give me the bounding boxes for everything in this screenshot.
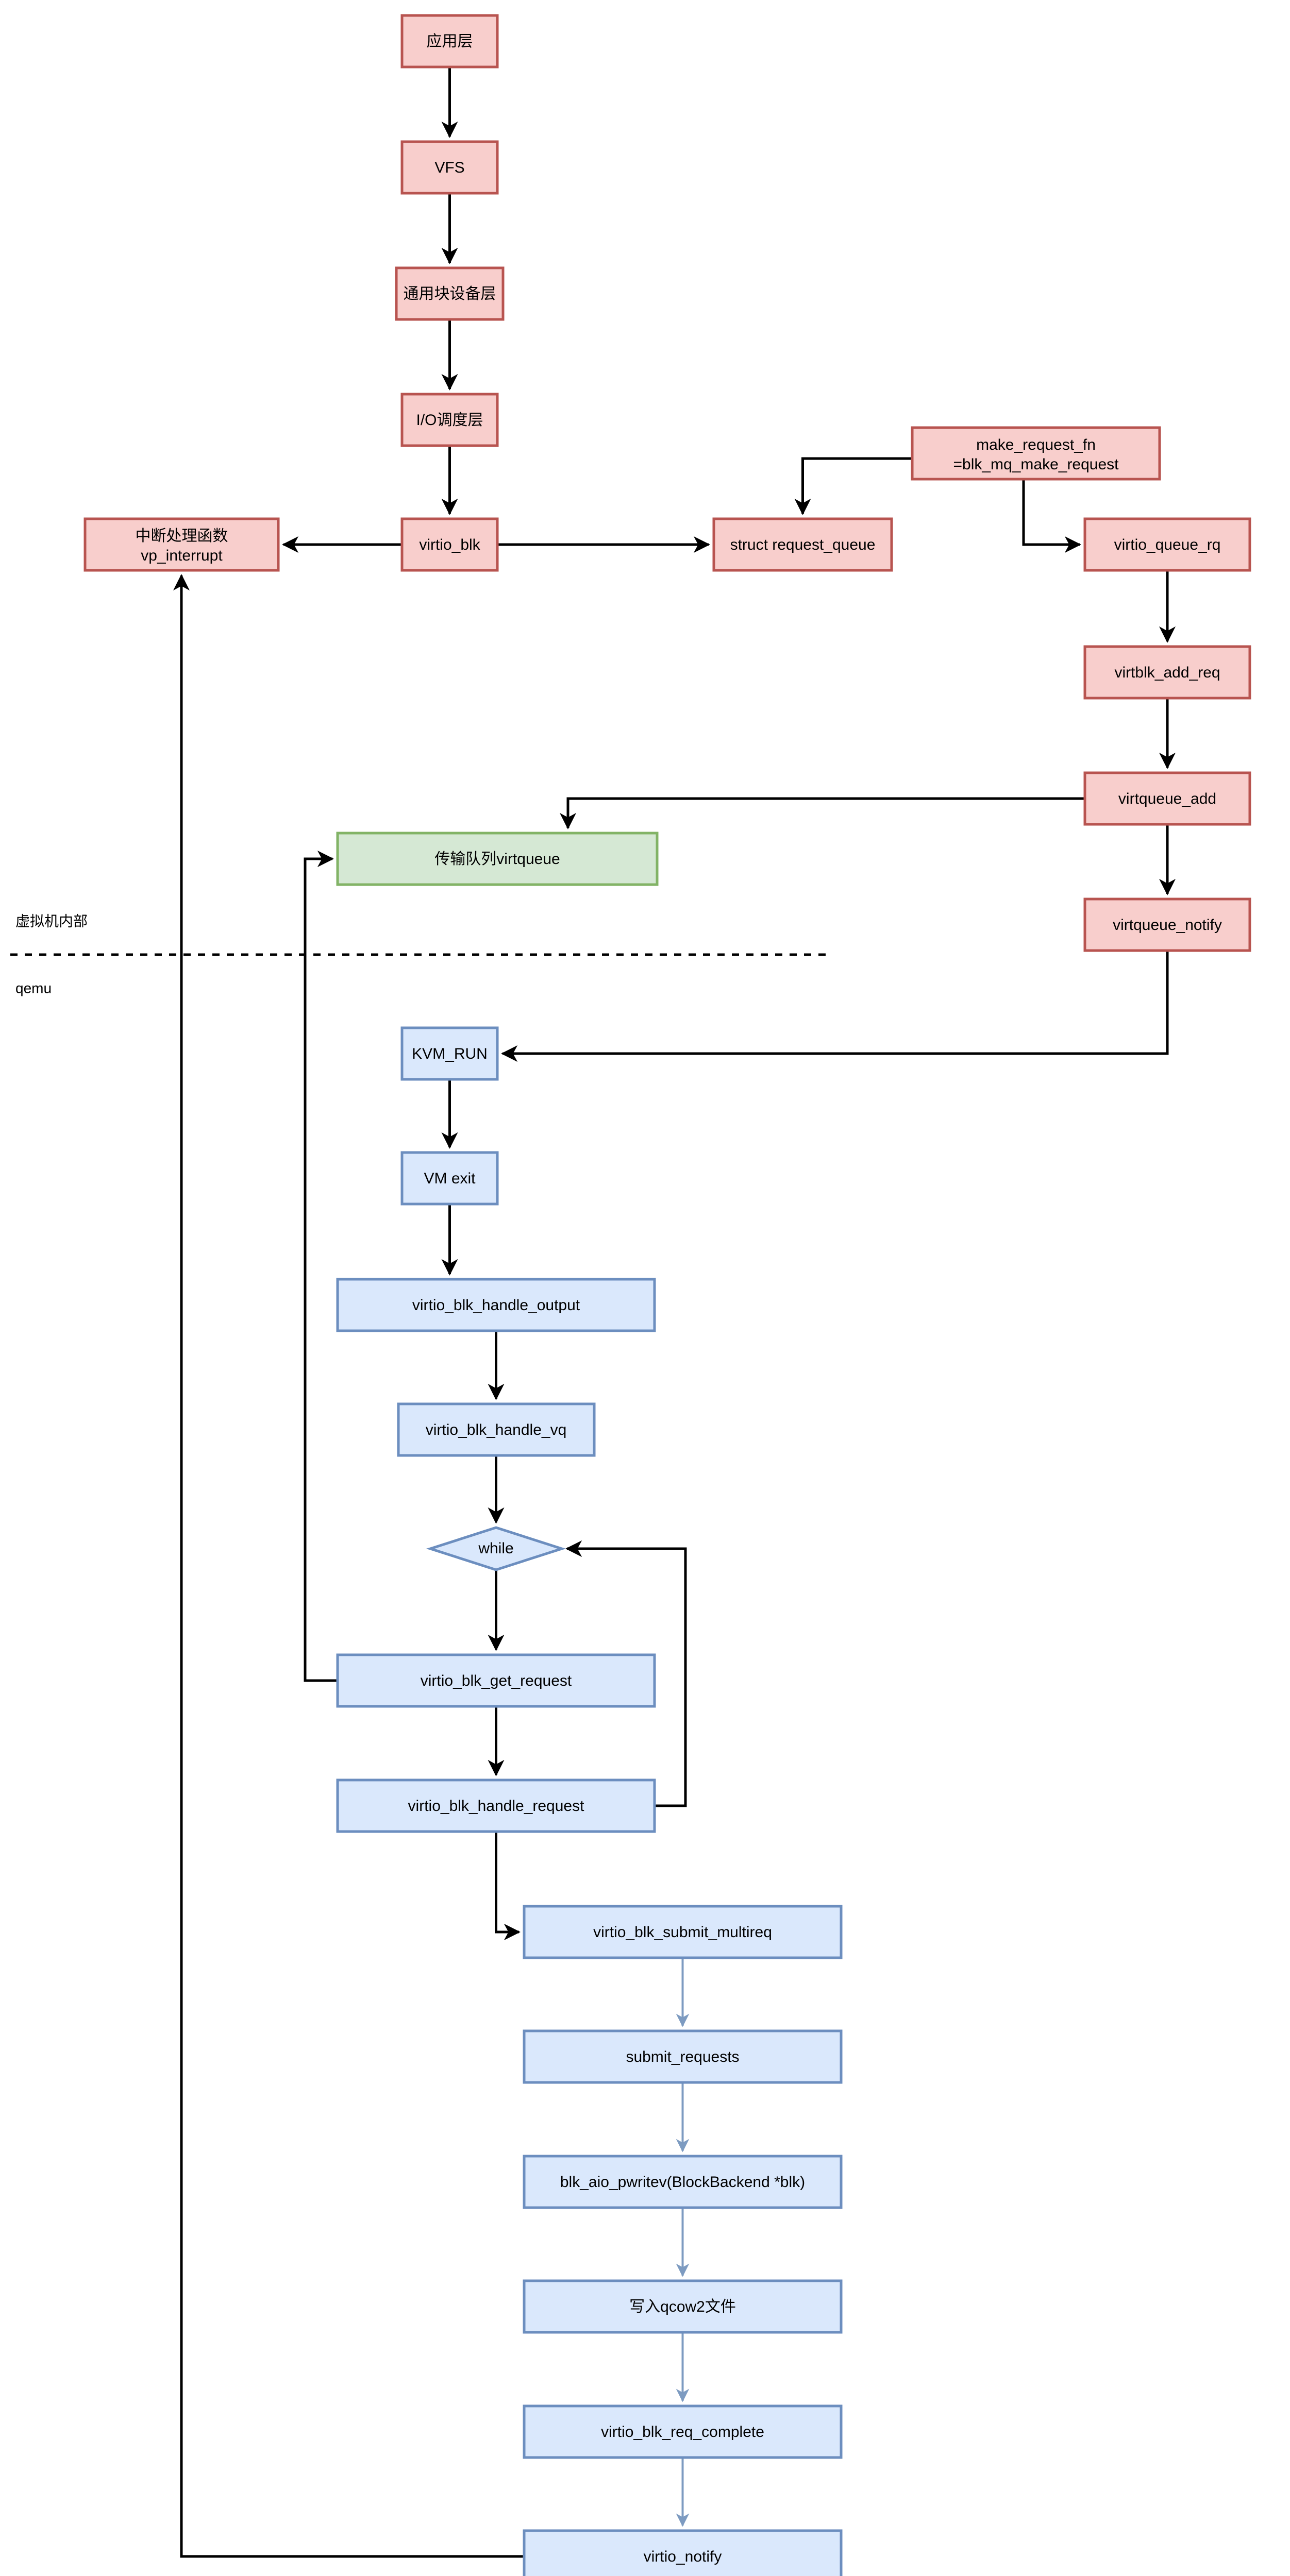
node-virtqueue-add[interactable]: virtqueue_add: [1083, 771, 1251, 826]
node-submit-requests[interactable]: submit_requests: [523, 2029, 843, 2084]
node-label-generic-block-layer: 通用块设备层: [404, 285, 496, 302]
edge-make-request-fn-to-virtio-queue-rq: [1022, 479, 1081, 553]
node-kvm-run[interactable]: KVM_RUN: [400, 1026, 499, 1081]
edge-virtqueue-add-to-virtqueue: [559, 797, 1085, 829]
node-label-submit-requests: submit_requests: [626, 2048, 739, 2065]
node-label-virtio-blk-handle-request: virtio_blk_handle_request: [408, 1798, 585, 1815]
node-app[interactable]: 应用层: [400, 14, 499, 69]
node-struct-request-queue[interactable]: struct request_queue: [712, 517, 893, 572]
node-vfs[interactable]: VFS: [400, 140, 499, 195]
node-label-while: while: [478, 1540, 513, 1557]
node-label-virtio-notify: virtio_notify: [644, 2548, 722, 2565]
edge-virtio-blk-get-request-to-virtqueue: [304, 850, 338, 1682]
node-virtio-notify[interactable]: virtio_notify: [523, 2529, 843, 2576]
node-blk-aio-pwritev[interactable]: blk_aio_pwritev(BlockBackend *blk): [523, 2155, 843, 2209]
node-label-virtio-blk-submit-multireq: virtio_blk_submit_multireq: [593, 1924, 772, 1941]
zone-label-qemu: qemu: [15, 980, 52, 996]
node-label-io-scheduler-layer: I/O调度层: [416, 412, 483, 429]
node-virtio-queue-rq[interactable]: virtio_queue_rq: [1083, 517, 1251, 572]
node-virtio-blk-submit-multireq[interactable]: virtio_blk_submit_multireq: [523, 1905, 843, 1959]
node-io-scheduler-layer[interactable]: I/O调度层: [400, 393, 499, 447]
node-label-kvm-run: KVM_RUN: [412, 1045, 488, 1062]
edge-virtqueue-notify-to-kvm-run: [501, 951, 1169, 1062]
node-label-virtio-queue-rq: virtio_queue_rq: [1114, 536, 1221, 553]
node-label-virtblk-add-req: virtblk_add_req: [1114, 664, 1220, 681]
node-label-virtio-blk-req-complete: virtio_blk_req_complete: [601, 2424, 764, 2441]
node-label-write-qcow2: 写入qcow2文件: [629, 2298, 736, 2315]
node-virtio-blk-req-complete[interactable]: virtio_blk_req_complete: [523, 2404, 843, 2459]
node-virtio-blk-get-request[interactable]: virtio_blk_get_request: [336, 1653, 656, 1708]
node-generic-block-layer[interactable]: 通用块设备层: [395, 266, 505, 321]
node-while[interactable]: while: [426, 1526, 566, 1571]
node-label-make-request-fn: make_request_fn=blk_mq_make_request: [953, 436, 1119, 473]
node-label-virtqueue-notify: virtqueue_notify: [1113, 917, 1222, 934]
node-virtqueue[interactable]: 传输队列virtqueue: [336, 832, 659, 886]
edges-layer: [173, 67, 1176, 2558]
node-make-request-fn[interactable]: make_request_fn=blk_mq_make_request: [911, 426, 1161, 481]
node-label-virtqueue: 传输队列virtqueue: [434, 851, 560, 868]
node-label-virtio-blk-get-request: virtio_blk_get_request: [421, 1672, 572, 1689]
node-label-vfs: VFS: [434, 159, 464, 176]
node-vm-exit[interactable]: VM exit: [400, 1151, 499, 1206]
node-virtio-blk-handle-request[interactable]: virtio_blk_handle_request: [336, 1778, 656, 1833]
node-label-virtio-blk-handle-vq: virtio_blk_handle_vq: [426, 1421, 567, 1438]
node-virtblk-add-req[interactable]: virtblk_add_req: [1083, 645, 1251, 700]
node-virtio-blk[interactable]: virtio_blk: [400, 517, 499, 572]
edge-virtio-notify-to-vp-interrupt: [173, 574, 524, 2558]
zone-label-guest: 虚拟机内部: [15, 913, 88, 929]
node-label-virtio-blk: virtio_blk: [419, 536, 480, 553]
node-label-blk-aio-pwritev: blk_aio_pwritev(BlockBackend *blk): [560, 2174, 805, 2191]
node-label-vm-exit: VM exit: [424, 1170, 476, 1187]
edge-make-request-fn-to-struct-request-queue: [794, 457, 912, 515]
node-label-struct-request-queue: struct request_queue: [730, 536, 876, 553]
edge-virtio-blk-handle-request-to-virtio-blk-submit-multireq: [495, 1832, 521, 1941]
node-write-qcow2[interactable]: 写入qcow2文件: [523, 2279, 843, 2334]
node-virtio-blk-handle-vq[interactable]: virtio_blk_handle_vq: [397, 1402, 596, 1457]
node-label-app: 应用层: [427, 33, 473, 50]
node-label-virtqueue-add: virtqueue_add: [1118, 790, 1216, 807]
edge-virtio-blk-handle-request-to-while: [565, 1540, 687, 1807]
node-virtio-blk-handle-output[interactable]: virtio_blk_handle_output: [336, 1278, 656, 1332]
node-label-virtio-blk-handle-output: virtio_blk_handle_output: [412, 1297, 580, 1314]
zone-divider-layer: 虚拟机内部 qemu: [10, 913, 831, 996]
node-virtqueue-notify[interactable]: virtqueue_notify: [1083, 897, 1251, 952]
